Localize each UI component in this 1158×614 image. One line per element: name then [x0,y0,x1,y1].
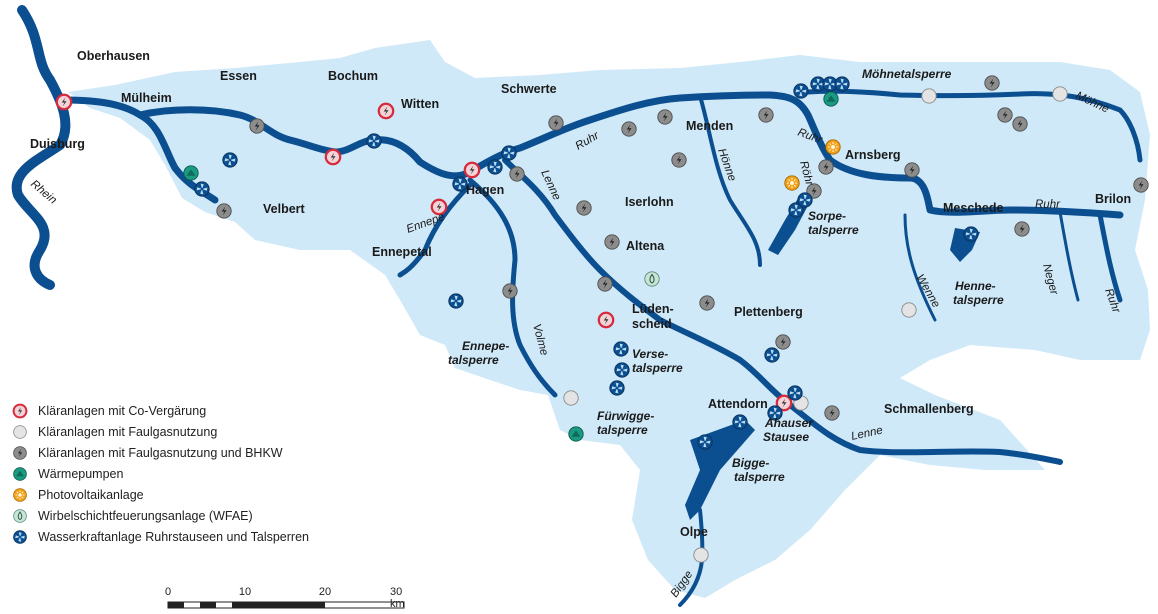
reservoir-label: Ennepe- [462,339,509,353]
scale-labels: 0 10 20 30 km [160,586,432,610]
light-gray-circle-icon [13,424,27,439]
city-label: Schmallenberg [884,402,974,416]
legend-label: Kläranlagen mit Faulgasnutzung und BHKW [38,445,283,460]
legend-label: Kläranlagen mit Co-Vergärung [38,403,207,418]
legend-label: Wärmepumpen [38,466,124,481]
reservoir-label: talsperre [808,223,859,237]
scale-tick-label: 10 [238,586,252,598]
legend-label: Photovoltaikanlage [38,487,144,502]
scale-tick-label: 30 km [390,586,405,610]
reservoir-label: talsperre [448,353,499,367]
city-label: scheid [632,317,672,331]
city-label: Menden [686,119,733,133]
city-label: Arnsberg [845,148,901,162]
city-label: Brilon [1095,192,1131,206]
rhine-river [11,5,71,290]
reservoir-label: talsperre [953,293,1004,307]
city-label: Mülheim [121,91,172,105]
reservoir-label: Fürwigge- [597,409,654,423]
scale-tick-label: 0 [164,586,172,598]
legend-label: Kläranlagen mit Faulgasnutzung [38,424,218,439]
moehne-river [805,88,1143,163]
city-labels: Oberhausen Duisburg Mülheim Essen Bochum… [30,49,1131,539]
legend-item: Wirbelschichtfeuerungsanlage (WFAE) [12,505,309,526]
legend-item: Wärmepumpen [12,463,309,484]
reservoir-labels: Möhnetalsperre Sorpe- talsperre Henne- t… [448,67,1004,484]
neger-river [1058,210,1080,302]
reservoir-label: talsperre [734,470,785,484]
teal-heat-pump-icon [13,466,27,481]
city-label: Ennepetal [372,245,432,259]
scale-bar: 0 10 20 30 km [160,586,432,610]
reservoir-label: Verse- [632,347,668,361]
blue-turbine-icon [13,529,27,544]
pale-flame-icon [13,508,27,523]
legend-label: Wasserkraftanlage Ruhrstauseen und Talsp… [38,529,309,544]
legend-item: Wasserkraftanlage Ruhrstauseen und Talsp… [12,526,309,547]
city-label: Lüden- [632,302,674,316]
ruhr-river [58,91,1124,219]
city-label: Duisburg [30,137,85,151]
city-label: Essen [220,69,257,83]
city-label: Schwerte [501,82,557,96]
city-label: Olpe [680,525,708,539]
city-label: Iserlohn [625,195,674,209]
river-label: Ruhr [1035,199,1061,211]
wenne-river [903,213,937,322]
scale-bar-graphic [167,601,405,609]
river-label: Rhein [28,178,59,207]
city-label: Plettenberg [734,305,803,319]
legend-item: Kläranlagen mit Co-Vergärung [12,400,309,421]
scale-tick-label: 20 [318,586,332,598]
ennepe-river [397,182,473,278]
city-label: Meschede [943,201,1003,215]
reservoir-label: Sorpe- [808,209,846,223]
reservoir-label: Möhnetalsperre [862,67,952,81]
orange-sun-icon [13,487,27,502]
gray-bolt-circle-icon [13,445,27,460]
legend-item: Kläranlagen mit Faulgasnutzung [12,421,309,442]
reservoir-label: talsperre [632,361,683,375]
city-label: Oberhausen [77,49,150,63]
reservoir-label: talsperre [597,423,648,437]
map-legend: Kläranlagen mit Co-Vergärung Kläranlagen… [12,400,309,547]
reservoir-label: Stausee [763,430,809,444]
upper-ruhr-river [1097,212,1123,303]
city-label: Bochum [328,69,378,83]
legend-label: Wirbelschichtfeuerungsanlage (WFAE) [38,508,253,523]
reservoir-label: Ahauser [764,416,814,430]
city-label: Witten [401,97,439,111]
legend-item: Photovoltaikanlage [12,484,309,505]
reservoir-label: Bigge- [732,456,769,470]
marker-wfae [644,271,660,287]
hoenne-river [698,94,762,267]
lenne-river [502,157,1063,465]
city-label: Hagen [466,183,504,197]
city-label: Altena [626,239,665,253]
reservoir-label: Henne- [955,279,996,293]
legend-item: Kläranlagen mit Faulgasnutzung und BHKW [12,442,309,463]
city-label: Attendorn [708,397,768,411]
city-label: Velbert [263,202,306,216]
red-ring-icon [12,403,28,418]
